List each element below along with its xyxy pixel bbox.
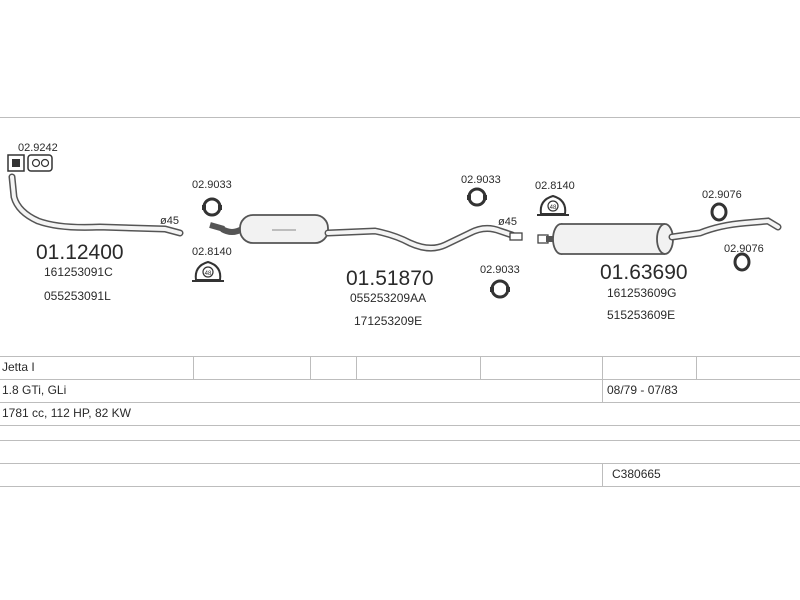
- table-column-divider: [602, 356, 603, 379]
- table-column-divider: [602, 379, 603, 402]
- accessory-number: 02.9033: [480, 264, 520, 276]
- diameter-label: ø45: [160, 215, 179, 227]
- accessory-number: 02.8140: [192, 246, 232, 258]
- oem-number: 515253609E: [607, 308, 675, 322]
- table-row-divider: [0, 486, 800, 487]
- oem-number: 161253091C: [44, 265, 113, 279]
- table-row-divider: [0, 463, 800, 464]
- front-gasket-icon: [7, 154, 53, 172]
- clamp-icon: [490, 279, 510, 299]
- vehicle-specs: 1781 cc, 112 HP, 82 KW: [2, 406, 131, 420]
- sealing-ring-icon: [733, 252, 751, 272]
- mount-label: 48: [205, 271, 212, 277]
- clamp-icon: [202, 197, 222, 217]
- mount-label: 48: [550, 205, 557, 211]
- catalog-code: C380665: [612, 467, 661, 481]
- sealing-ring-icon: [710, 202, 728, 222]
- accessory-number: 02.9076: [724, 243, 764, 255]
- front-pipe: [8, 173, 184, 237]
- oem-number: 171253209E: [354, 314, 422, 328]
- oem-number: 055253209AA: [350, 291, 426, 305]
- part-number: 01.51870: [346, 267, 434, 290]
- table-column-divider: [356, 356, 357, 379]
- oem-number: 055253091L: [44, 289, 111, 303]
- top-divider: [0, 117, 800, 118]
- accessory-number: 02.9033: [192, 179, 232, 191]
- accessory-number: 02.8140: [535, 180, 575, 192]
- middle-silencer: [209, 214, 523, 252]
- part-number: 01.12400: [36, 241, 124, 264]
- table-column-divider: [602, 463, 603, 486]
- table-row-divider: [0, 440, 800, 441]
- table-column-divider: [310, 356, 311, 379]
- clamp-icon: [467, 187, 487, 207]
- oem-number: 161253609G: [607, 286, 676, 300]
- accessory-number: 02.9242: [18, 142, 58, 154]
- table-column-divider: [480, 356, 481, 379]
- table-row-divider: [0, 379, 800, 380]
- vehicle-engine: 1.8 GTi, GLi: [2, 383, 67, 397]
- accessory-number: 02.9033: [461, 174, 501, 186]
- vehicle-model: Jetta I: [2, 360, 35, 374]
- part-number: 01.63690: [600, 261, 688, 284]
- rubber-mount-icon: 48: [537, 194, 569, 216]
- vehicle-period: 08/79 - 07/83: [607, 383, 678, 397]
- rubber-mount-icon: 48: [192, 260, 224, 282]
- table-column-divider: [193, 356, 194, 379]
- table-row-divider: [0, 356, 800, 357]
- table-row-divider: [0, 425, 800, 426]
- rear-silencer: [537, 217, 782, 255]
- table-column-divider: [696, 356, 697, 379]
- diameter-label: ø45: [498, 216, 517, 228]
- exhaust-diagram: 48 48 02.9242 02.9033 02.8140 02.9033 02…: [7, 142, 782, 328]
- accessory-number: 02.9076: [702, 189, 742, 201]
- table-row-divider: [0, 402, 800, 403]
